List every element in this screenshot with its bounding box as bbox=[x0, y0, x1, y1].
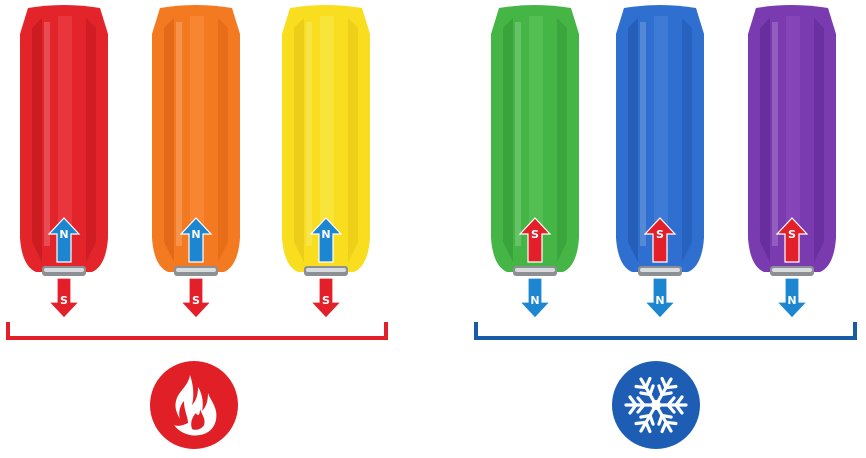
pole-label: N bbox=[321, 228, 330, 241]
pole-label: S bbox=[531, 228, 539, 241]
pole-arrow-bottom: N bbox=[777, 278, 807, 318]
pole-label: S bbox=[656, 228, 664, 241]
magnet-orange: NS bbox=[152, 5, 240, 318]
pole-label: N bbox=[655, 294, 664, 307]
warm-group-bracket bbox=[8, 322, 386, 338]
pole-arrow-bottom: S bbox=[311, 278, 341, 318]
pole-label: S bbox=[788, 228, 796, 241]
pole-label: S bbox=[192, 294, 200, 307]
magnet-green: SN bbox=[491, 5, 579, 318]
pole-label: N bbox=[59, 228, 68, 241]
magnet-purple: SN bbox=[748, 5, 836, 318]
snowflake-icon bbox=[612, 361, 700, 449]
magnet-blue: SN bbox=[616, 5, 704, 318]
pole-arrow-bottom: S bbox=[181, 278, 211, 318]
flame-icon bbox=[150, 361, 238, 449]
cool-group-bracket bbox=[476, 322, 855, 338]
pole-label: S bbox=[322, 294, 330, 307]
pole-label: N bbox=[191, 228, 200, 241]
pole-arrow-bottom: N bbox=[645, 278, 675, 318]
pole-label: N bbox=[530, 294, 539, 307]
pole-arrow-bottom: N bbox=[520, 278, 550, 318]
magnet-yellow: NS bbox=[282, 5, 370, 318]
pole-label: N bbox=[787, 294, 796, 307]
magnet-red: NS bbox=[20, 5, 108, 318]
pole-label: S bbox=[60, 294, 68, 307]
pole-arrow-bottom: S bbox=[49, 278, 79, 318]
